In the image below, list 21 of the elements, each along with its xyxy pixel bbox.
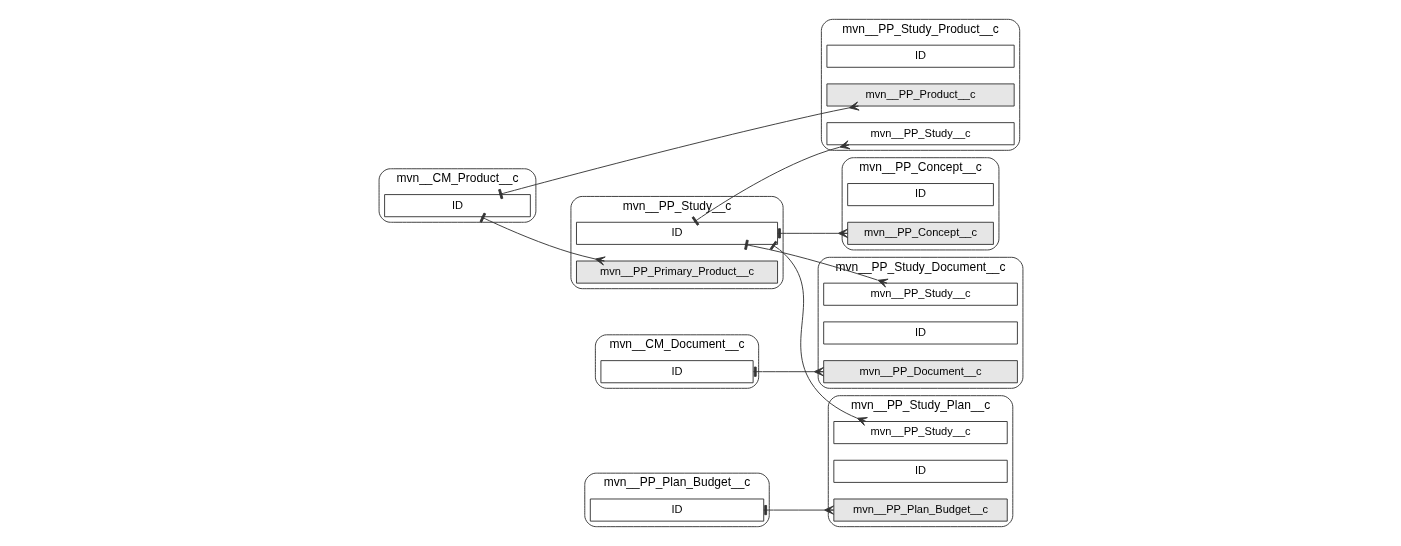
node-box: mvn__PP_Study__c xyxy=(832,421,1008,445)
node-box: mvn__PP_Product__c xyxy=(825,83,1015,107)
connector xyxy=(743,239,889,288)
node-box: ID xyxy=(599,360,754,384)
node-box: mvn__PP_Study__c xyxy=(822,282,1018,306)
node-box: mvn__PP_Primary_Product__c xyxy=(575,260,778,284)
connector xyxy=(479,212,606,266)
node-box: ID xyxy=(825,44,1015,68)
connector xyxy=(776,228,848,239)
node-box: ID xyxy=(846,183,994,207)
connector xyxy=(769,240,868,426)
node-box: mvn__PP_Plan_Budget__c xyxy=(832,498,1008,522)
node-box: ID xyxy=(822,321,1018,345)
connector xyxy=(497,101,860,200)
connector xyxy=(691,140,850,226)
node-box: ID xyxy=(589,498,764,522)
node-box: mvn__PP_Concept__c xyxy=(846,221,994,245)
node-box: mvn__PP_Document__c xyxy=(822,360,1018,384)
connector xyxy=(752,366,824,377)
node-box: mvn__PP_Study__c xyxy=(825,122,1015,146)
node-box: ID xyxy=(832,459,1008,483)
